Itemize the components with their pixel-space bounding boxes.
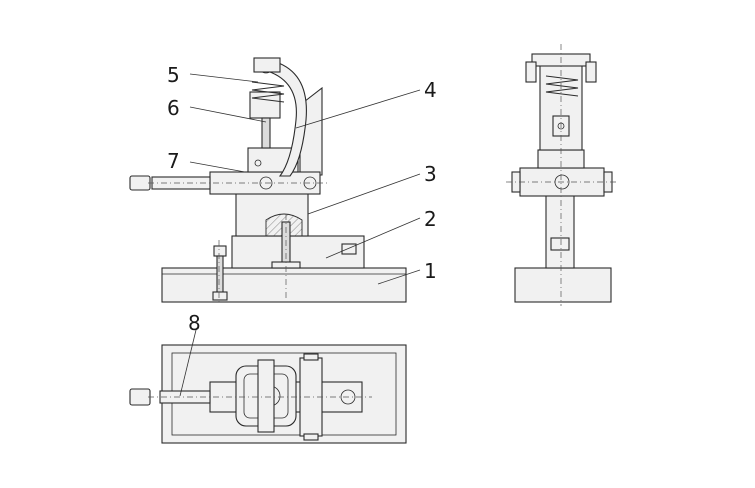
callout-2: 2: [424, 207, 437, 231]
top-view: [129, 344, 407, 444]
callout-6: 6: [167, 96, 180, 120]
callout-4: 4: [424, 78, 437, 102]
side-view: [506, 44, 618, 306]
curved-arm: [262, 61, 307, 177]
callout-5: 5: [167, 63, 180, 87]
callout-8: 8: [188, 311, 201, 335]
callout-3: 3: [424, 162, 437, 186]
front-view: [129, 57, 407, 304]
callout-1: 1: [424, 259, 437, 283]
callout-7: 7: [167, 149, 180, 173]
callouts: 5 6 7 4 3 2 1 8: [167, 63, 437, 397]
base-plate-front: [161, 267, 407, 303]
base-plate-side: [514, 267, 612, 303]
